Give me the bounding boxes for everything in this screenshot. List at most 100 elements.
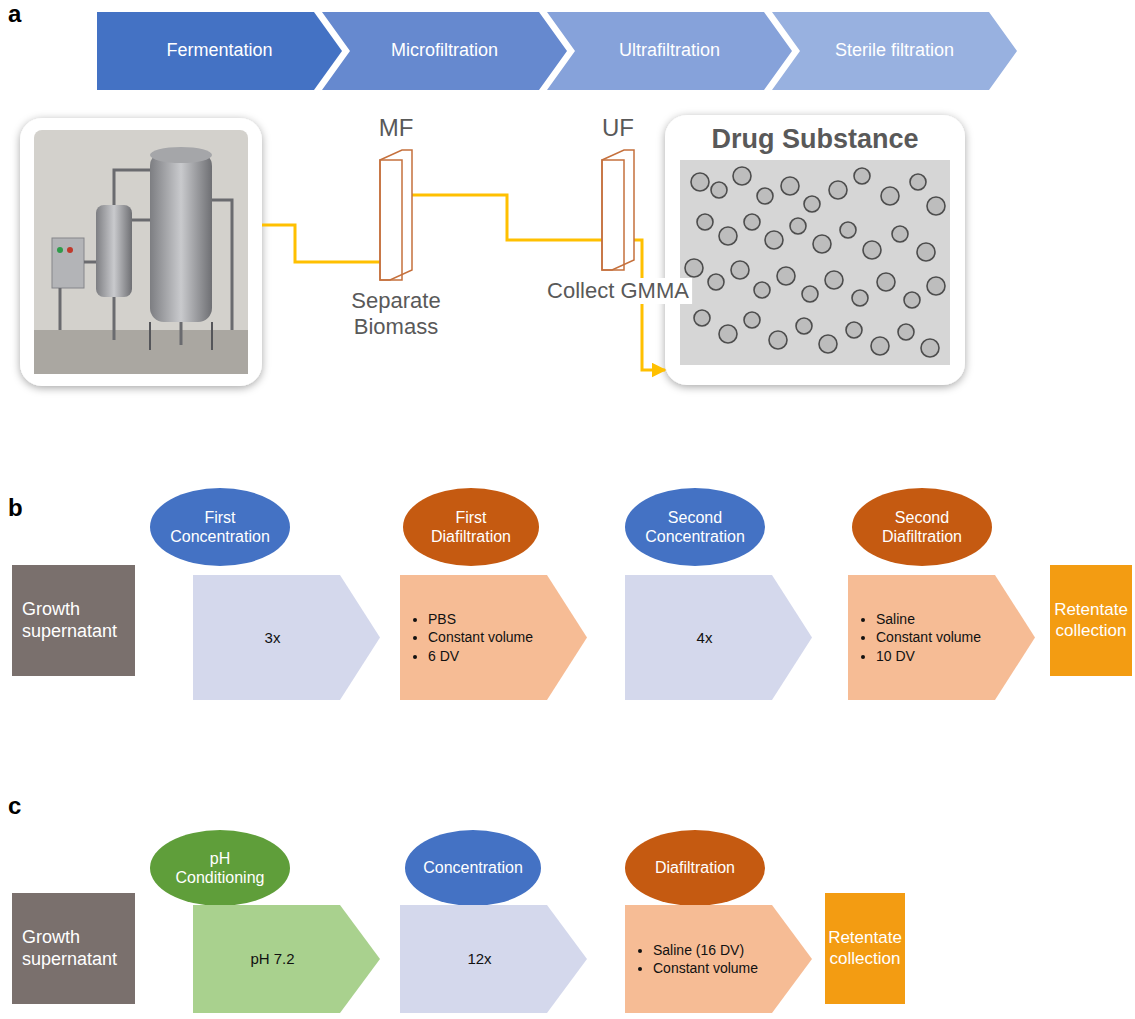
step-condition: Saline xyxy=(876,610,981,628)
box-label: Retentate collection xyxy=(1053,600,1129,641)
shape-outline xyxy=(193,575,380,700)
step-condition: PBS xyxy=(428,610,533,628)
shape-outline xyxy=(403,488,539,566)
step-condition: 6 DV xyxy=(428,647,533,665)
text-area: 12x xyxy=(400,905,587,1013)
text-area: Sterile filtration xyxy=(772,12,1017,90)
step-arrow: 3x xyxy=(193,575,380,700)
shape-outline xyxy=(625,488,765,566)
step-condition: Constant volume xyxy=(876,628,981,646)
text-area: Fermentation xyxy=(97,12,342,90)
text-area: Concentration xyxy=(405,830,541,906)
frame-legs xyxy=(150,322,212,350)
text-area: Ultrafiltration xyxy=(547,12,792,90)
flow-line xyxy=(412,195,602,240)
membrane-face xyxy=(380,160,402,280)
text-area: Diafiltration xyxy=(625,830,765,906)
text-area: Second Diafiltration xyxy=(852,488,992,566)
panel-light xyxy=(57,247,63,253)
text-area: First Concentration xyxy=(150,488,290,566)
step-caption: Separate Biomass xyxy=(317,288,475,341)
ellipse-shape xyxy=(625,830,765,906)
box-label: Retentate collection xyxy=(828,928,902,969)
ellipse-shape xyxy=(625,488,765,566)
shape-outline xyxy=(400,905,587,1013)
text-area: 4x xyxy=(625,575,812,700)
tem-image xyxy=(665,115,965,385)
step-condition: 10 DV xyxy=(876,647,981,665)
unit-label: MF xyxy=(379,114,414,143)
text-area: Saline (16 DV)Constant volume xyxy=(625,905,812,1013)
stage-chevron: Microfiltration xyxy=(322,12,567,90)
arrow-shape xyxy=(193,905,380,1013)
stage-label: Fermentation xyxy=(166,40,272,62)
box-label: Growth supernatant xyxy=(22,927,125,970)
tank-top xyxy=(150,147,212,163)
stage-chevron: Ultrafiltration xyxy=(547,12,792,90)
product-image-box: Drug Substance xyxy=(665,115,965,385)
step-condition: Constant volume xyxy=(653,959,758,977)
ellipse-shape xyxy=(405,830,541,906)
filter-membrane: MFSeparate Biomass xyxy=(380,150,412,280)
input-box: Growth supernatant xyxy=(12,565,135,676)
output-box: Retentate collection xyxy=(825,893,905,1004)
ellipse-shape xyxy=(403,488,539,566)
step-arrow: SalineConstant volume10 DV xyxy=(848,575,1035,700)
bioreactor-photo xyxy=(20,118,262,386)
step-arrow: pH 7.2 xyxy=(193,905,380,1013)
step-name: Concentration xyxy=(423,858,523,877)
panel-letter: c xyxy=(8,792,21,821)
text-area: Retentate collection xyxy=(825,893,905,1004)
stage-chevron: Sterile filtration xyxy=(772,12,1017,90)
text-area: Growth supernatant xyxy=(12,893,135,1004)
step-name: First Concentration xyxy=(164,508,276,546)
flow-line xyxy=(634,240,665,370)
shape-outline xyxy=(625,575,812,700)
membrane-shape xyxy=(380,150,412,280)
arrow-shape xyxy=(193,575,380,700)
step-condition: Constant volume xyxy=(428,628,533,646)
stage-label: Ultrafiltration xyxy=(619,40,720,62)
step-value: 4x xyxy=(697,629,713,647)
step-arrow: 12x xyxy=(400,905,587,1013)
shape-outline xyxy=(852,488,992,566)
step-arrow: Saline (16 DV)Constant volume xyxy=(625,905,812,1013)
step-value: pH 7.2 xyxy=(250,950,294,968)
chevron-shape xyxy=(547,12,792,90)
ellipse-shape xyxy=(150,488,290,566)
arrow-shape xyxy=(400,575,587,700)
text-area: PBSConstant volume6 DV xyxy=(400,575,587,700)
membrane-shape xyxy=(602,150,634,270)
feed-line xyxy=(262,225,380,262)
text-area: pH Conditioning xyxy=(150,830,290,906)
stage-label: Microfiltration xyxy=(391,40,498,62)
step-ellipse: First Diafiltration xyxy=(403,488,539,566)
stage-chevron: Fermentation xyxy=(97,12,342,90)
bullet-list: PBSConstant volume6 DV xyxy=(410,610,533,665)
step-value: 3x xyxy=(265,629,281,647)
membrane-face xyxy=(602,160,624,270)
image-heading: Drug Substance xyxy=(665,123,965,155)
shape-outline xyxy=(602,150,634,270)
step-ellipse: Second Diafiltration xyxy=(852,488,992,566)
arrow-shape xyxy=(625,905,812,1013)
shape-outline xyxy=(380,150,412,280)
text-area: Retentate collection xyxy=(1050,565,1132,676)
chevron-shape xyxy=(772,12,1017,90)
text-area: pH 7.2 xyxy=(193,905,380,1013)
text-area: SalineConstant volume10 DV xyxy=(848,575,1035,700)
vessel xyxy=(96,205,132,297)
arrow-shape xyxy=(848,575,1035,700)
step-condition: Saline (16 DV) xyxy=(653,941,758,959)
text-area: 3x xyxy=(193,575,380,700)
tank xyxy=(150,152,212,322)
box-label: Growth supernatant xyxy=(22,599,125,642)
text-area: First Diafiltration xyxy=(403,488,539,566)
step-name: Second Concentration xyxy=(639,508,751,546)
step-arrow: 4x xyxy=(625,575,812,700)
ellipse-shape xyxy=(150,830,290,906)
step-name: First Diafiltration xyxy=(415,508,527,546)
micrograph xyxy=(680,160,950,365)
text-area: Growth supernatant xyxy=(12,565,135,676)
